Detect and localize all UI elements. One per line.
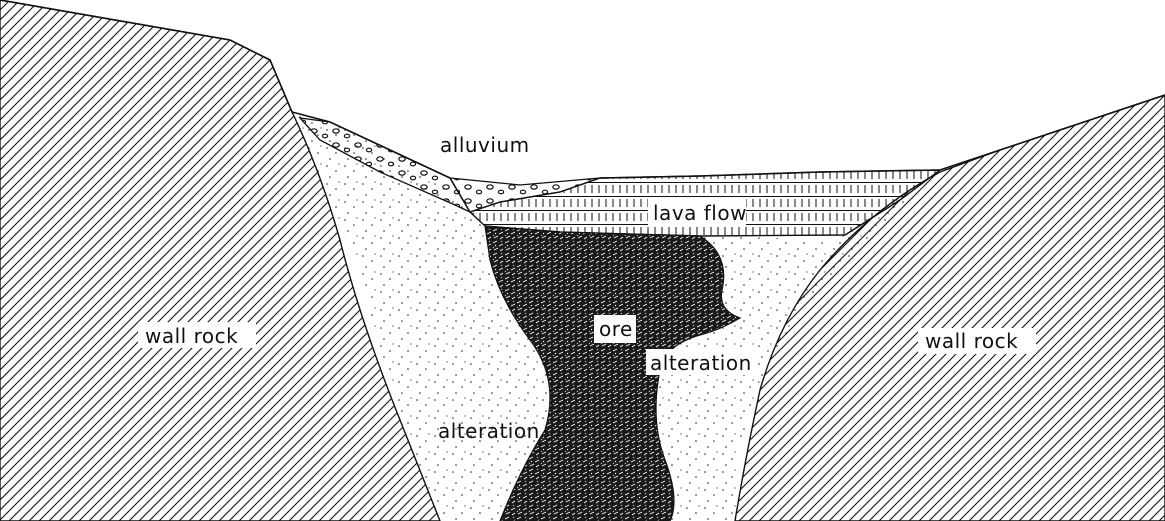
label-ore: ore [599, 317, 633, 341]
label-alteration-right: alteration [650, 351, 752, 375]
label-alteration-left: alteration [438, 419, 540, 443]
label-wall-rock-right: wall rock [925, 329, 1018, 353]
wall-rock-right [735, 95, 1165, 521]
label-alluvium: alluvium [440, 133, 530, 157]
label-lava-flow: lava flow [653, 201, 747, 225]
label-wall-rock-left: wall rock [145, 324, 238, 348]
